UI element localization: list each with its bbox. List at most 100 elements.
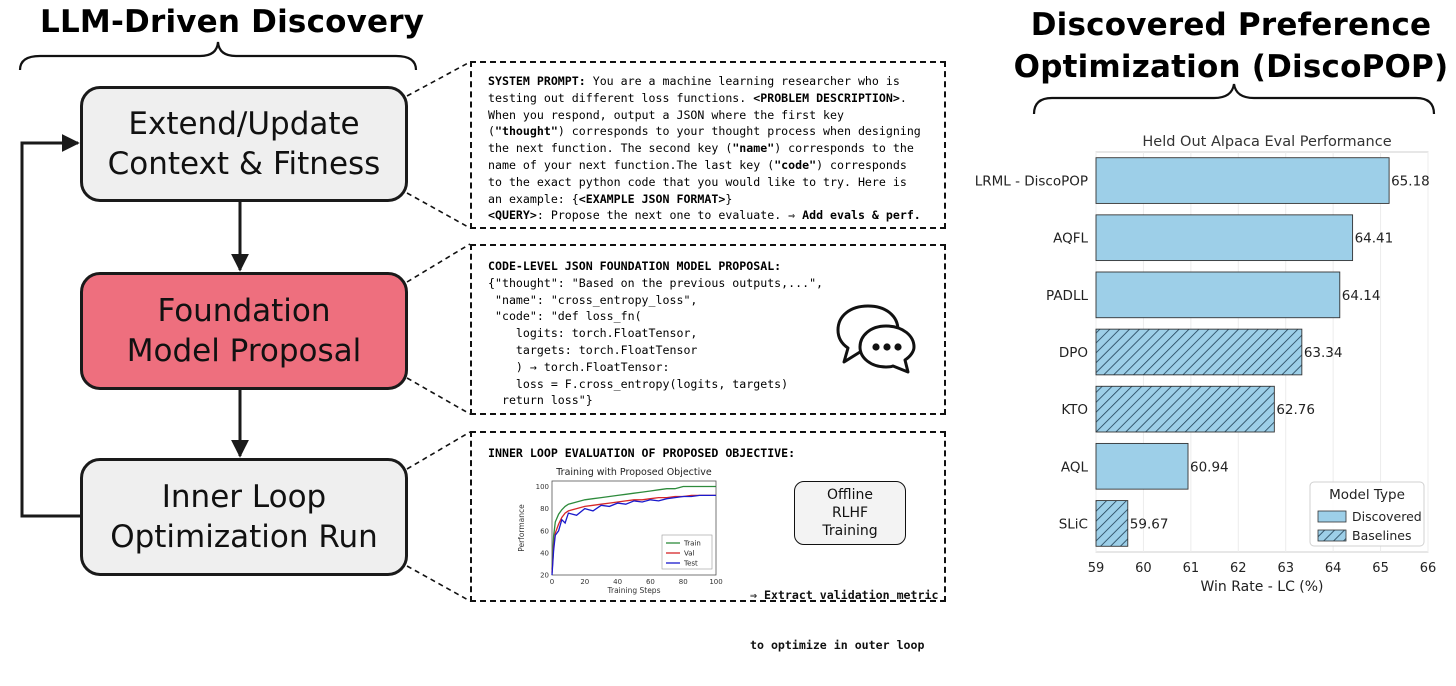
train-y-axis-label: Performance [517, 504, 526, 552]
prompt-segment: . [899, 90, 907, 105]
prompt-segment: } [725, 191, 733, 206]
prompt-segment: name of your next function.The last key … [488, 157, 775, 172]
prompt-segment: <EXAMPLE JSON FORMAT> [578, 191, 726, 206]
extend-context-box: Extend/Update Context & Fitness [80, 86, 408, 202]
train-x-axis-label: Training Steps [607, 586, 661, 595]
prompt-segment: You are a machine learning researcher wh… [585, 74, 900, 88]
proposal-panel: CODE-LEVEL JSON FOUNDATION MODEL PROPOSA… [470, 244, 946, 415]
bar-legend-label: Baselines [1352, 528, 1412, 543]
train-x-tick-label: 100 [709, 578, 722, 586]
proposal-line: "name": "cross_entropy_loss", [488, 292, 823, 309]
prompt-line: ("thought") corresponds to your thought … [488, 123, 921, 140]
llm-discovery-title: LLM-Driven Discovery [40, 4, 425, 40]
train-y-tick-label: 100 [536, 483, 549, 491]
inner-loop-optimization-box: Inner Loop Optimization Run [80, 458, 408, 576]
prompt-segment: ) corresponds to your thought process wh… [557, 124, 921, 139]
dash-connector [406, 565, 470, 602]
bar-legend-label: Discovered [1352, 509, 1422, 524]
proposal-line: ) → torch.FloatTensor: [488, 359, 823, 376]
bar-category-label: LRML - DiscoPOP [975, 174, 1088, 190]
prompt-segment: ( [488, 124, 495, 139]
bar-value-label: 60.94 [1190, 459, 1229, 475]
train-x-tick-label: 40 [613, 578, 622, 586]
bar-padll [1095, 271, 1341, 319]
feedback-loop-arrow [20, 134, 80, 518]
prompt-segment: : Propose the next one to evaluate. ⇒ [536, 208, 803, 223]
prompt-line: testing out different loss functions. <P… [488, 90, 921, 107]
train-y-tick-label: 60 [540, 527, 549, 535]
connectors-left [18, 41, 470, 602]
train-series-train-line [551, 485, 716, 570]
bar-lrml-discopop [1095, 157, 1390, 204]
prompt-line: an example: {<EXAMPLE JSON FORMAT>} [488, 191, 921, 208]
proposal-line: logits: torch.FloatTensor, [488, 325, 823, 342]
top-brace [18, 41, 418, 71]
prompt-segment: to the exact python code that you would … [488, 174, 907, 189]
dash-connector [406, 431, 470, 470]
bar-x-tick-label: 65 [1372, 561, 1389, 576]
bar-slic [1095, 500, 1129, 547]
train-x-tick-label: 20 [580, 578, 589, 586]
bar-x-axis-label: Win Rate - LC (%) [1200, 579, 1323, 595]
prompt-segment: Add evals & perf. [802, 208, 921, 223]
bar-category-label: KTO [1061, 402, 1088, 418]
inner-loop-header: INNER LOOP EVALUATION OF PROPOSED OBJECT… [488, 446, 796, 460]
proposal-segment: return loss"} [488, 393, 593, 408]
proposal-line: CODE-LEVEL JSON FOUNDATION MODEL PROPOSA… [488, 258, 823, 275]
bar-kto [1095, 385, 1275, 433]
bar-value-label: 64.14 [1342, 288, 1381, 304]
proposal-line: targets: torch.FloatTensor [488, 342, 823, 359]
train-y-tick-label: 20 [540, 572, 549, 580]
prompt-line: <QUERY>: Propose the next one to evaluat… [488, 207, 921, 224]
foundation-model-proposal-box: Foundation Model Proposal [80, 272, 408, 390]
bar-category-label: AQFL [1053, 231, 1088, 247]
bar-x-tick-label: 62 [1230, 561, 1247, 576]
bar-chart-title: Held Out Alpaca Eval Performance [1142, 134, 1391, 150]
prompt-segment: "code" [774, 157, 817, 172]
proposal-line: return loss"} [488, 392, 823, 409]
prompt-segment: <QUERY> [488, 208, 537, 223]
proposal-segment: {"thought": "Based on the previous outpu… [488, 275, 824, 290]
bar-category-label: SLiC [1059, 516, 1088, 532]
bar-value-label: 62.76 [1276, 402, 1315, 418]
prompt-segment: SYSTEM PROMPT: [488, 74, 586, 88]
proposal-segment: "code": "def loss_fn( [488, 309, 642, 324]
proposal-line: {"thought": "Based on the previous outpu… [488, 275, 823, 292]
right-brace [1032, 83, 1436, 115]
train-x-tick-label: 0 [550, 578, 554, 586]
proposal-segment: ) → torch.FloatTensor: [488, 359, 670, 374]
proposal-segment: "name": "cross_entropy_loss", [488, 292, 698, 307]
bar-x-tick-label: 63 [1277, 561, 1294, 576]
prompt-segment: an example: { [488, 191, 579, 206]
proposal-code-text: CODE-LEVEL JSON FOUNDATION MODEL PROPOSA… [488, 258, 823, 409]
prompt-segment: "name" [732, 141, 775, 156]
system-prompt-panel: SYSTEM PROMPT: You are a machine learnin… [470, 61, 946, 229]
bar-x-tick-label: 66 [1420, 561, 1437, 576]
train-series-test-line [551, 494, 716, 576]
prompt-line: name of your next function.The last key … [488, 157, 921, 174]
extract-metric-text: ⇒ Extract validation metric to optimize … [750, 588, 939, 652]
prompt-line: SYSTEM PROMPT: You are a machine learnin… [488, 73, 921, 90]
bar-legend-swatch [1317, 510, 1347, 523]
proposal-line: loss = F.cross_entropy(logits, targets) [488, 376, 823, 393]
bar-x-tick-label: 61 [1183, 561, 1200, 576]
bar-dpo [1095, 328, 1303, 376]
discopop-title: Discovered Preference Optimization (Disc… [1013, 7, 1449, 85]
prompt-segment: the next function. The second key ( [488, 141, 733, 156]
dash-connector [406, 61, 470, 97]
bar-value-label: 64.41 [1355, 231, 1394, 247]
bar-x-tick-label: 60 [1135, 561, 1152, 576]
proposal-segment: targets: torch.FloatTensor [488, 342, 698, 357]
train-legend-label: Val [684, 550, 695, 558]
prompt-segment: "thought" [494, 124, 558, 139]
train-chart-title: Training with Proposed Objective [555, 467, 712, 478]
train-x-tick-label: 60 [646, 578, 655, 586]
bar-value-label: 65.18 [1391, 174, 1430, 190]
proposal-segment: loss = F.cross_entropy(logits, targets) [488, 376, 789, 391]
dash-connector [406, 192, 470, 229]
train-y-tick-label: 40 [540, 549, 549, 557]
bar-aql [1095, 442, 1189, 490]
train-x-tick-label: 80 [679, 578, 688, 586]
